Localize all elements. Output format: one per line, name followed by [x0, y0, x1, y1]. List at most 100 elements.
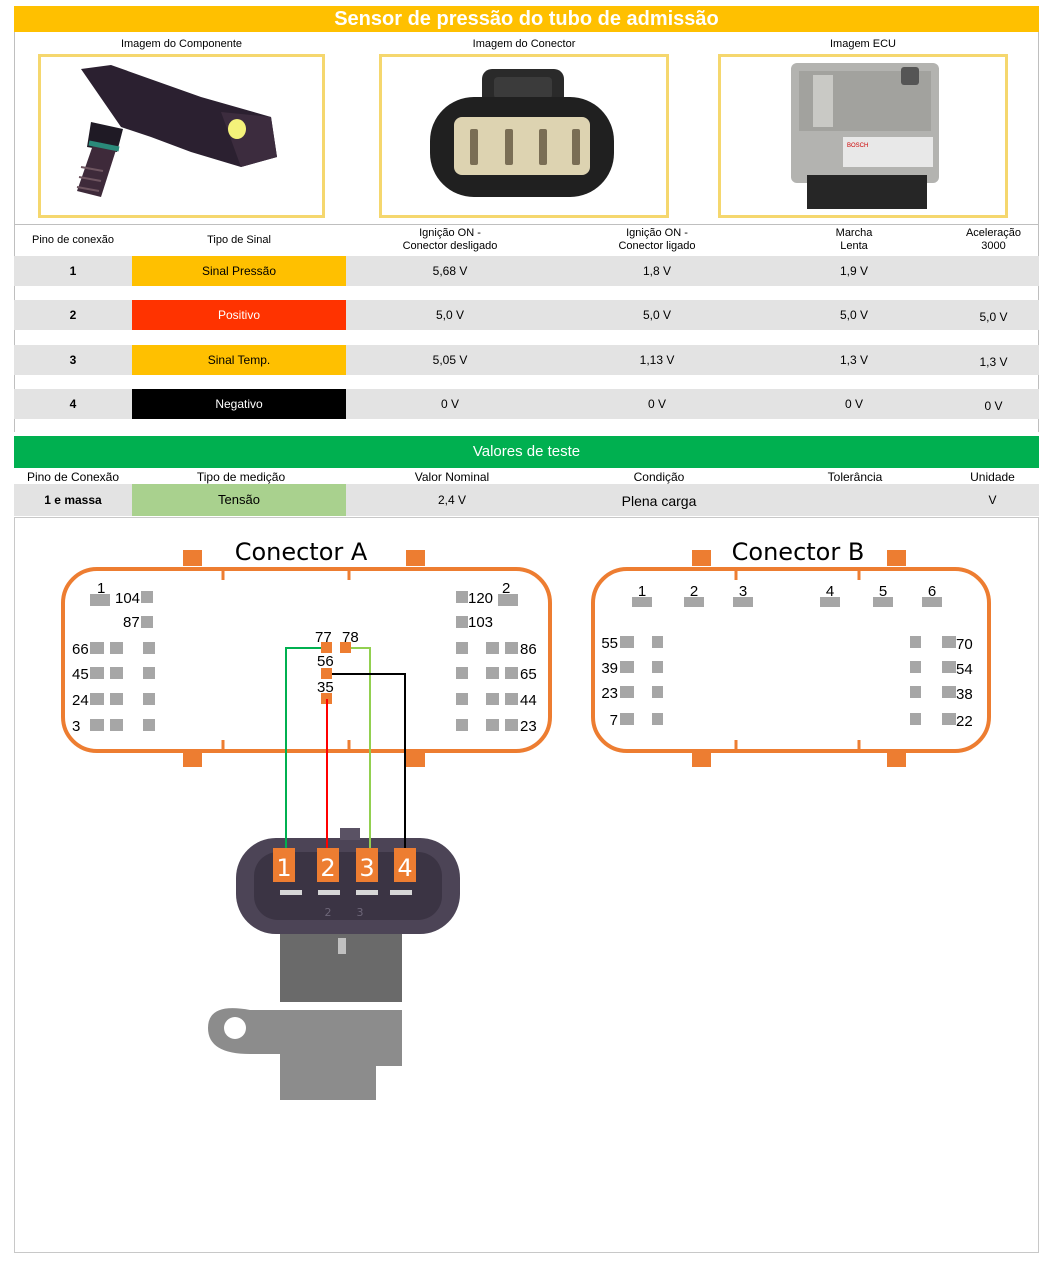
- sensor-mount-hole: [224, 1017, 246, 1039]
- pin-cavity: [143, 693, 155, 705]
- pin-cavity: [90, 719, 104, 731]
- pin-cavity: [942, 686, 956, 698]
- pin-number-label: 44: [520, 692, 537, 709]
- pin-number-label: 23: [520, 718, 537, 735]
- component-image-label: Imagem do Componente: [120, 38, 243, 50]
- row-pin: 1: [69, 264, 77, 278]
- pin-cavity: [110, 642, 123, 654]
- sensor-pin-number: 1: [276, 854, 291, 882]
- wire-pin1: [285, 647, 321, 850]
- value-acceleration: 1,3 V: [979, 355, 1008, 369]
- wires: [285, 647, 406, 850]
- pin-cavity: [652, 686, 663, 698]
- pin-cavity: [505, 642, 518, 654]
- pin-cavity: [505, 719, 518, 731]
- sensor-pin-number: 4: [397, 854, 412, 882]
- sensor-embossed-label: 3: [357, 906, 364, 919]
- sensor-pin-badge: [394, 848, 416, 882]
- connector-b-latch: [692, 753, 711, 767]
- signal-type-badge: Positivo: [132, 300, 346, 330]
- test-header-condition: Condição: [633, 470, 685, 484]
- sensor-vent: [338, 938, 346, 954]
- connector-b-latch: [887, 550, 906, 566]
- pin-cavity-highlighted: [340, 642, 351, 653]
- header-ign-on-connected: Ignição ON - Conector ligado: [554, 227, 760, 253]
- pin-cavity: [110, 693, 123, 705]
- test-measure-type-cell: [132, 484, 346, 516]
- pin-number-label: 87: [123, 614, 140, 631]
- pin-cavity: [873, 597, 893, 607]
- header-pin: Pino de conexão: [32, 234, 114, 246]
- pin-cavity: [942, 661, 956, 673]
- pin-number-label: 45: [72, 666, 89, 683]
- pin-cavity: [141, 616, 153, 628]
- pin-cavity: [486, 719, 499, 731]
- connector-b-title: Conector B: [732, 538, 865, 566]
- pin-cavity: [505, 693, 518, 705]
- test-header-pin: Pino de Conexão: [26, 470, 120, 484]
- ecu-image-label: Imagem ECU: [829, 38, 897, 50]
- header-idle: Marcha Lenta: [760, 227, 948, 253]
- connector-photo: [430, 69, 614, 197]
- pin-number-label: 3: [72, 718, 80, 735]
- pin-cavity: [456, 693, 468, 705]
- row-pin: 4: [69, 397, 77, 411]
- pin-number-label: 70: [956, 636, 973, 653]
- test-row-condition: Plena carga: [621, 493, 697, 509]
- pin-number-label: 6: [928, 583, 936, 600]
- pin-cavity: [141, 591, 153, 603]
- pin-number-label: 1: [638, 583, 646, 600]
- wiring-diagram-frame: [14, 517, 1039, 1253]
- header-ign-on-disconnected-line1: Ignição ON -: [419, 227, 481, 239]
- value-acceleration: 5,0 V: [979, 310, 1008, 324]
- sensor-pin-badge: [273, 848, 295, 882]
- map-sensor-photo: [76, 65, 277, 197]
- test-row-unit: V: [988, 493, 997, 507]
- pin-cavity: [456, 642, 468, 654]
- header-signal-type: Tipo de Sinal: [207, 234, 271, 246]
- test-header-tolerance: Tolerância: [827, 470, 883, 484]
- pin-cavity: [620, 713, 634, 725]
- connector-b-latch: [692, 550, 711, 566]
- value-idle: 5,0 V: [839, 308, 869, 322]
- pin-cavity: [486, 667, 499, 679]
- connector-b: Conector B: [591, 538, 991, 767]
- value-idle: 1,3 V: [839, 353, 869, 367]
- connector-a-body: [61, 567, 552, 753]
- pin-cavity: [90, 594, 110, 606]
- pin-number-label: 54: [956, 661, 973, 678]
- signal-type-badge: Sinal Pressão: [132, 256, 346, 286]
- value-ign-on-disconnected: 0 V: [440, 397, 459, 411]
- connector-b-body: [591, 567, 991, 753]
- pin-cavity: [684, 597, 704, 607]
- pin-number-label: 104: [115, 590, 140, 607]
- header-ign-on-disconnected-line2: Conector desligado: [402, 240, 498, 252]
- row-pin: 2: [69, 308, 77, 322]
- pin-cavity: [486, 642, 499, 654]
- pin-number-label: 23: [601, 685, 618, 702]
- connector-image: [379, 54, 669, 218]
- pin-cavity: [910, 686, 921, 698]
- header-ign-on-connected-line2: Conector ligado: [618, 240, 696, 252]
- sensor-pin-badge: [317, 848, 339, 882]
- connector-a-latch: [406, 753, 425, 767]
- pin-number-label: 86: [520, 641, 537, 658]
- pin-number-label: 4: [826, 583, 834, 600]
- pin-number-label: 65: [520, 666, 537, 683]
- pin-cavity: [620, 636, 634, 648]
- pin-number-label: 35: [317, 679, 334, 696]
- test-row-pin: 1 e massa: [44, 493, 102, 507]
- signal-type-badge: Sinal Temp.: [132, 345, 346, 375]
- pin-cavity-highlighted: [321, 642, 332, 653]
- pin-cavity: [820, 597, 840, 607]
- pin-number-label: 2: [502, 580, 510, 597]
- pin-number-label: 2: [690, 583, 698, 600]
- pin-number-label: 103: [468, 614, 493, 631]
- pin-cavity: [652, 636, 663, 648]
- sensor-base: [208, 1008, 402, 1100]
- pin-number-label: 24: [72, 692, 89, 709]
- pin-cavity: [110, 719, 123, 731]
- pin-cavity: [456, 591, 468, 603]
- connector-a-title: Conector A: [235, 538, 368, 566]
- page-title: Sensor de pressão do tubo de admissão: [14, 6, 1039, 32]
